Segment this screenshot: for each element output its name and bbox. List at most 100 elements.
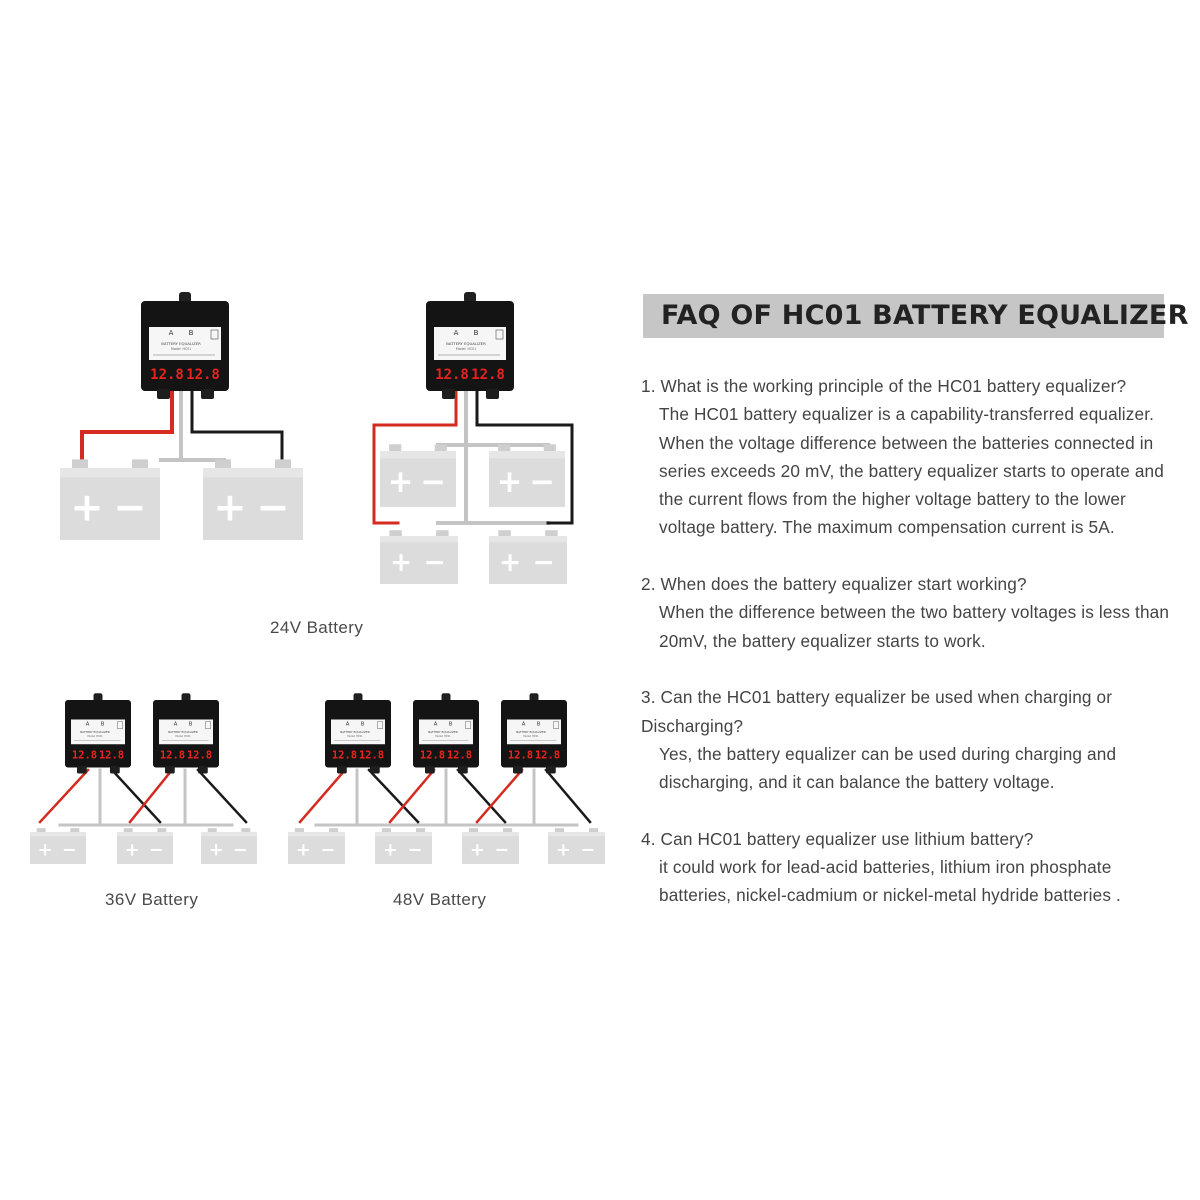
label-b: B bbox=[189, 329, 194, 337]
minus-sign: − bbox=[256, 485, 289, 531]
caption-24v-battery: 24V Battery bbox=[270, 618, 364, 637]
battery-terminal bbox=[389, 444, 402, 451]
link-wire bbox=[58, 768, 234, 827]
label-b: B bbox=[361, 722, 365, 728]
faq-list: 1. What is the working principle of the … bbox=[641, 372, 1186, 938]
led-readout-b: 12.8 bbox=[187, 750, 212, 762]
led-readout-b: 12.8 bbox=[447, 750, 472, 762]
battery-top-band bbox=[60, 468, 160, 478]
faq-item: 3. Can the HC01 battery equalizer be use… bbox=[641, 683, 1186, 796]
battery-12: +− bbox=[462, 828, 519, 864]
terminal-clamp bbox=[198, 766, 208, 774]
negative-wire bbox=[110, 768, 162, 824]
ce-mark-icon bbox=[205, 721, 212, 729]
device-label-sticker bbox=[419, 719, 473, 745]
plus-sign: + bbox=[390, 547, 412, 578]
terminal-clamp bbox=[425, 766, 435, 774]
plus-sign: + bbox=[556, 840, 571, 860]
device-model: Model: HC01 bbox=[87, 735, 103, 738]
label-a: A bbox=[346, 722, 350, 728]
minus-sign: − bbox=[149, 840, 164, 860]
positive-wire bbox=[128, 768, 174, 824]
battery-terminal bbox=[434, 444, 447, 451]
terminal-clamp bbox=[486, 389, 499, 399]
battery-top-band bbox=[489, 536, 567, 543]
label-a: A bbox=[454, 329, 459, 337]
label-b: B bbox=[189, 722, 193, 728]
battery-terminal bbox=[294, 828, 304, 832]
minus-sign: − bbox=[113, 485, 146, 531]
terminal-clamp bbox=[201, 389, 214, 399]
device-model: Model: HC01 bbox=[347, 735, 363, 738]
mounting-tab bbox=[181, 693, 191, 702]
device-title: BATTERY EQUALIZER bbox=[161, 341, 201, 346]
label-a: A bbox=[522, 722, 526, 728]
terminal-clamp bbox=[442, 389, 455, 399]
device-model: Model: HC01 bbox=[175, 735, 191, 738]
label-b: B bbox=[537, 722, 541, 728]
battery-terminal bbox=[416, 828, 426, 832]
battery-terminal bbox=[543, 444, 556, 451]
battery-terminal bbox=[468, 828, 478, 832]
device-title: BATTERY EQUALIZER bbox=[516, 730, 546, 734]
device-title: BATTERY EQUALIZER bbox=[428, 730, 458, 734]
plus-sign: + bbox=[213, 485, 246, 531]
led-readout-a: 12.8 bbox=[508, 750, 533, 762]
terminal-clamp bbox=[370, 766, 380, 774]
minus-sign: − bbox=[408, 840, 423, 860]
caption-36v-battery: 36V Battery bbox=[105, 890, 199, 909]
faq-question: 2. When does the battery equalizer start… bbox=[641, 574, 1027, 595]
label-b: B bbox=[101, 722, 105, 728]
battery-top-band bbox=[462, 832, 519, 837]
minus-sign: − bbox=[529, 464, 555, 500]
battery-terminal bbox=[554, 828, 564, 832]
battery-body bbox=[60, 468, 160, 540]
battery-terminal bbox=[436, 530, 449, 536]
device-label-sticker bbox=[71, 719, 125, 745]
battery-8: +− bbox=[117, 828, 173, 864]
faq-item: 1. What is the working principle of the … bbox=[641, 372, 1186, 542]
battery-top-band bbox=[30, 832, 86, 837]
battery-7: +− bbox=[30, 828, 86, 864]
device-label-sticker bbox=[159, 719, 213, 745]
positive-wire bbox=[38, 768, 90, 824]
battery-terminal bbox=[498, 530, 511, 536]
battery-13: +− bbox=[548, 828, 605, 864]
battery-body bbox=[117, 832, 173, 864]
link-wire bbox=[436, 386, 550, 525]
battery-body bbox=[30, 832, 86, 864]
mounting-tab bbox=[529, 693, 539, 702]
terminal-clamp bbox=[513, 766, 523, 774]
battery-body bbox=[548, 832, 605, 864]
label-a: A bbox=[434, 722, 438, 728]
terminal-clamp bbox=[458, 766, 468, 774]
ce-mark-icon bbox=[117, 721, 124, 729]
ce-mark-icon bbox=[465, 721, 472, 729]
faq-title: FAQ OF HC01 BATTERY EQUALIZER bbox=[643, 294, 1188, 338]
battery-terminal bbox=[275, 459, 291, 468]
battery-top-band bbox=[201, 832, 257, 837]
led-readout-a: 12.8 bbox=[420, 750, 445, 762]
battery-terminal bbox=[132, 459, 148, 468]
device-model: Model: HC01 bbox=[456, 347, 476, 351]
negative-wire bbox=[196, 768, 248, 824]
battery-body bbox=[489, 451, 565, 507]
ce-mark-icon bbox=[210, 329, 219, 340]
device-title: BATTERY EQUALIZER bbox=[168, 730, 198, 734]
minus-sign: − bbox=[62, 840, 77, 860]
battery-terminal bbox=[72, 459, 88, 468]
link-wire bbox=[314, 768, 579, 827]
led-readout-b: 12.8 bbox=[186, 367, 220, 383]
led-readout-a: 12.8 bbox=[72, 750, 97, 762]
plus-sign: + bbox=[383, 840, 398, 860]
battery-top-band bbox=[380, 451, 456, 459]
led-readout-b: 12.8 bbox=[99, 750, 124, 762]
battery-5: +− bbox=[380, 530, 458, 584]
plus-sign: + bbox=[499, 547, 521, 578]
battery-body bbox=[380, 536, 458, 584]
plus-sign: + bbox=[470, 840, 485, 860]
